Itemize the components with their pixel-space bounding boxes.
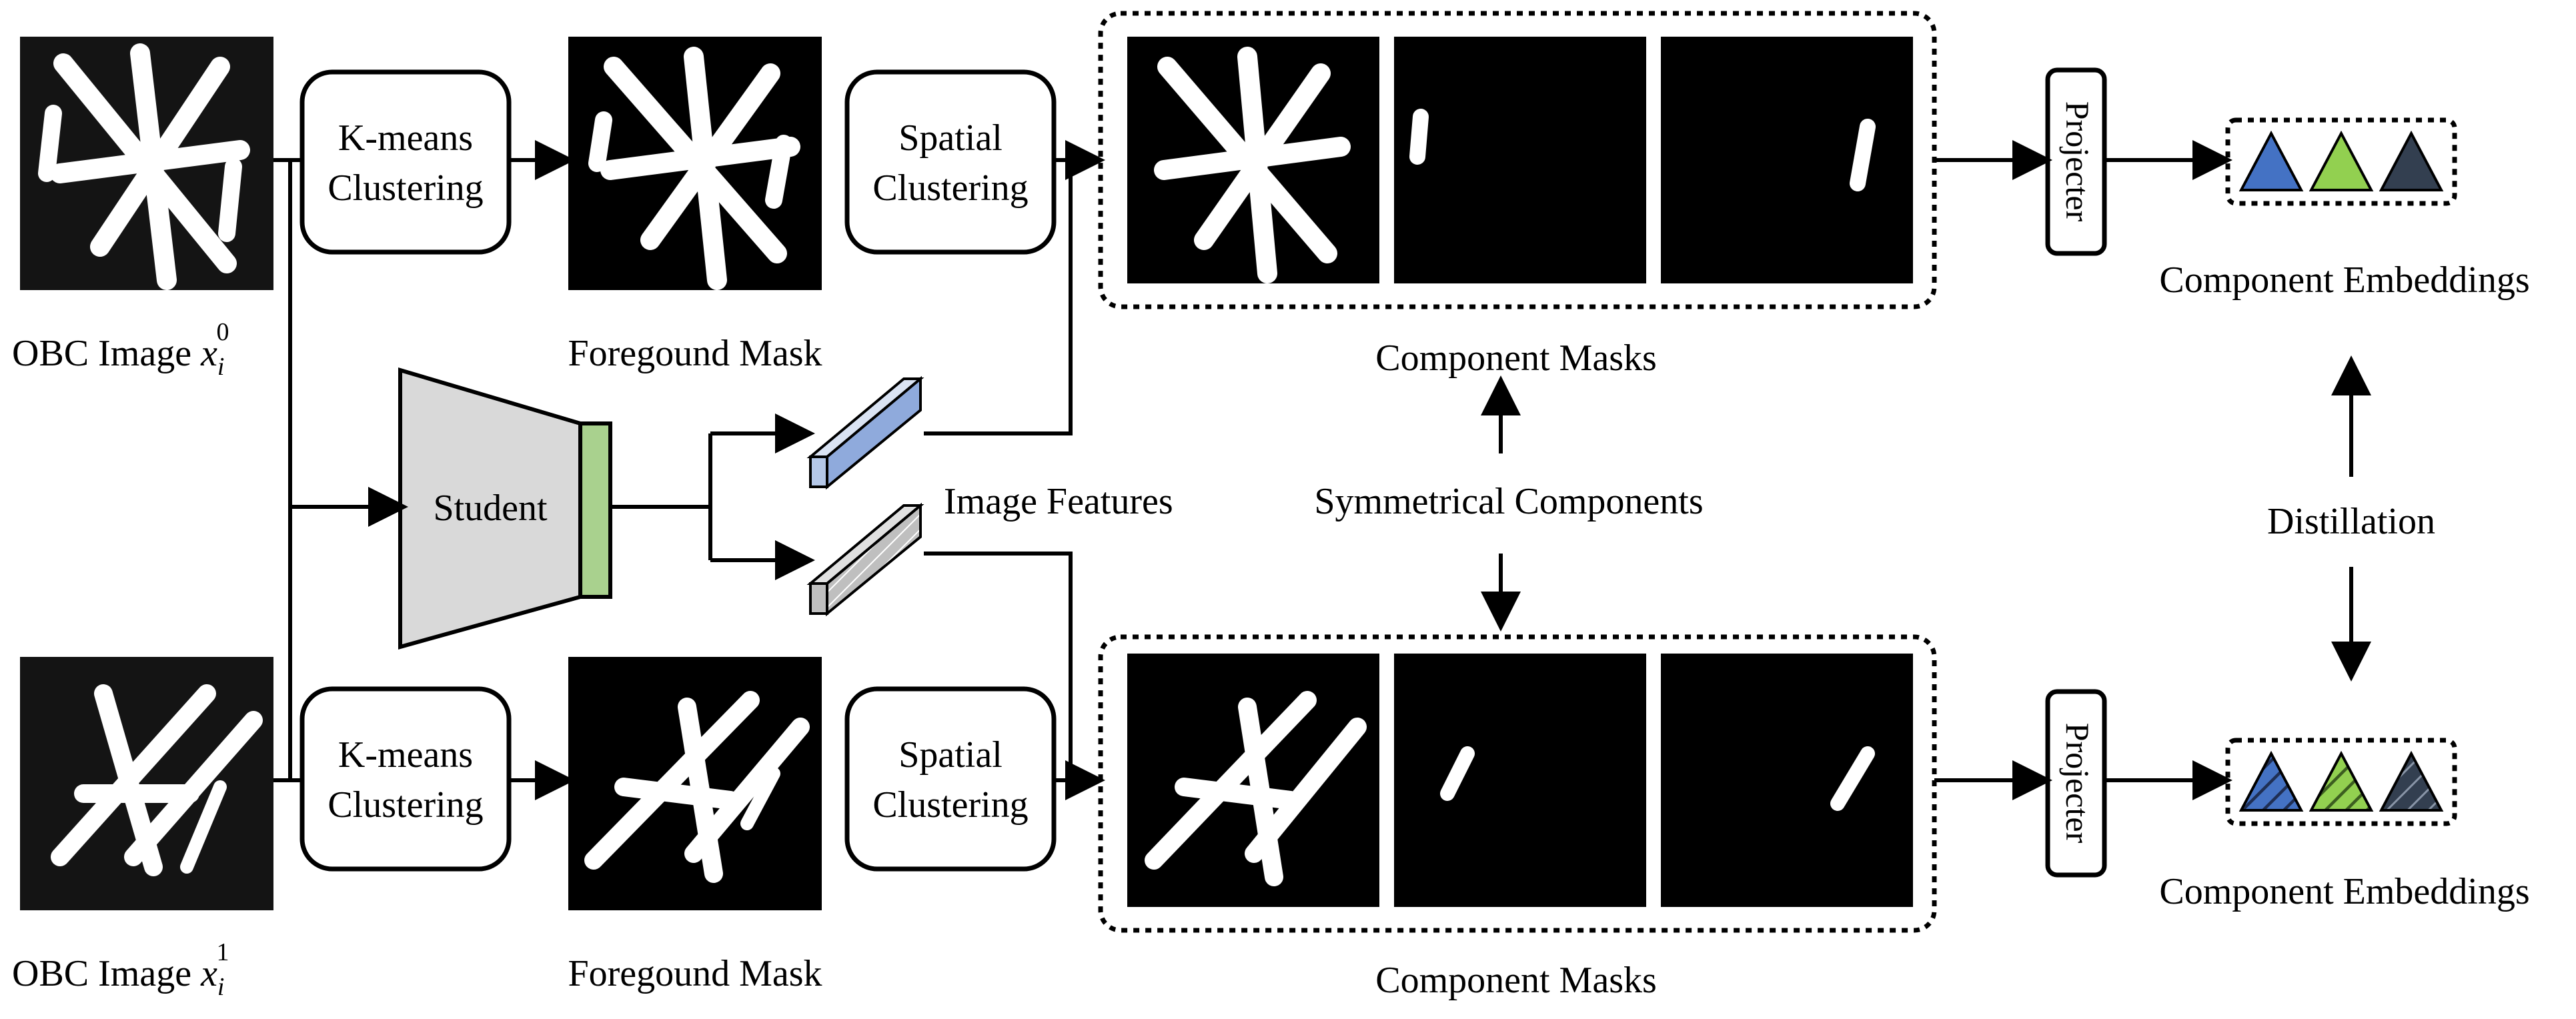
kmeans-box-top: K-means Clustering	[299, 69, 512, 255]
embeddings-top	[2225, 117, 2457, 206]
obc-sup: 1	[216, 938, 229, 966]
obc-var: x	[200, 333, 217, 374]
foreground-mask-label-top: Foregound Mask	[568, 333, 822, 374]
blue-hatched-embedding-icon	[2238, 750, 2304, 812]
spatial-line1: Spatial	[898, 734, 1003, 776]
spatial-line2: Clustering	[872, 784, 1028, 826]
feature-bottom-icon	[806, 502, 924, 617]
projector-bottom: Projecter	[2045, 689, 2107, 878]
connectors	[273, 140, 2371, 800]
projector-label-bottom: Projecter	[2059, 723, 2096, 844]
component-embeddings-label-top: Component Embeddings	[2159, 259, 2529, 301]
kmeans-line2: Clustering	[328, 784, 483, 826]
foreground-mask-label-bottom: Foregound Mask	[568, 953, 822, 994]
spatial-line2: Clustering	[872, 167, 1028, 209]
obc-prefix: OBC Image	[12, 333, 191, 374]
distillation-label: Distillation	[2267, 501, 2435, 542]
spatial-box-top: Spatial Clustering	[844, 69, 1057, 255]
green-embedding-icon	[2309, 130, 2374, 191]
obc-sub: i	[217, 973, 225, 1001]
kmeans-line1: K-means	[338, 117, 473, 159]
obc-image-top	[20, 37, 273, 290]
component-embeddings-label-bottom: Component Embeddings	[2159, 871, 2529, 912]
student-encoder: Student	[398, 367, 612, 650]
symmetrical-components-label: Symmetrical Components	[1314, 481, 1703, 522]
foreground-mask-top	[568, 37, 822, 290]
obc-image-bottom	[20, 657, 273, 910]
projector-top: Projecter	[2045, 67, 2107, 256]
blue-embedding-icon	[2238, 130, 2304, 191]
kmeans-box-bottom: K-means Clustering	[299, 686, 512, 872]
feature-top-icon	[806, 375, 924, 490]
obc-var: x	[200, 953, 217, 994]
embeddings-bottom	[2225, 738, 2457, 826]
foreground-mask-bottom	[568, 657, 822, 910]
projector-label-top: Projecter	[2059, 101, 2096, 222]
obc-sub: i	[217, 353, 225, 381]
kmeans-line2: Clustering	[328, 167, 483, 209]
spatial-line1: Spatial	[898, 117, 1003, 159]
kmeans-line1: K-means	[338, 734, 473, 776]
component-masks-bottom	[1098, 634, 1937, 933]
image-features-label: Image Features	[944, 481, 1173, 522]
student-label: Student	[433, 487, 548, 529]
obc-prefix: OBC Image	[12, 953, 191, 994]
spatial-box-bottom: Spatial Clustering	[844, 686, 1057, 872]
component-masks-label-top: Component Masks	[1375, 337, 1657, 379]
component-masks-top	[1098, 11, 1937, 309]
dark-embedding-icon	[2379, 130, 2444, 191]
obc-sup: 0	[216, 318, 229, 346]
green-hatched-embedding-icon	[2309, 750, 2374, 812]
dark-hatched-embedding-icon	[2379, 750, 2444, 812]
component-masks-label-bottom: Component Masks	[1375, 960, 1657, 1001]
